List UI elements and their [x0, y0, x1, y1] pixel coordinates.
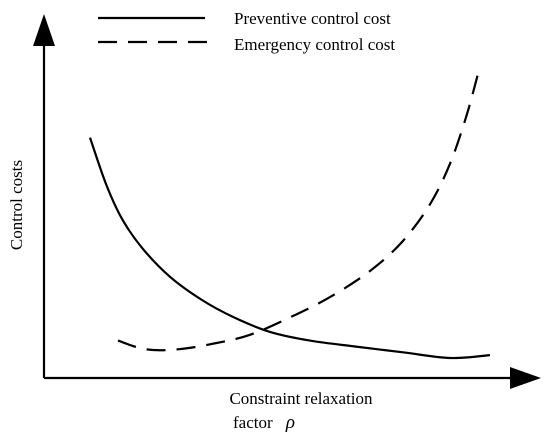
- x-axis-title-rho: ρ: [285, 412, 295, 433]
- y-axis-title: Control costs: [7, 160, 26, 250]
- series-emergency-line: [117, 73, 480, 352]
- series-preventive-line: [88, 137, 491, 360]
- legend-label-emergency: Emergency control cost: [234, 35, 395, 54]
- x-axis-title: Constraint relaxation: [229, 389, 373, 408]
- x-axis-title-factor: factor: [233, 413, 273, 432]
- x-axis-title-line2: factor ρ: [233, 412, 295, 433]
- legend-label-preventive: Preventive control cost: [234, 9, 391, 28]
- x-axis-arrow: [510, 367, 541, 389]
- y-axis-arrow: [33, 14, 55, 46]
